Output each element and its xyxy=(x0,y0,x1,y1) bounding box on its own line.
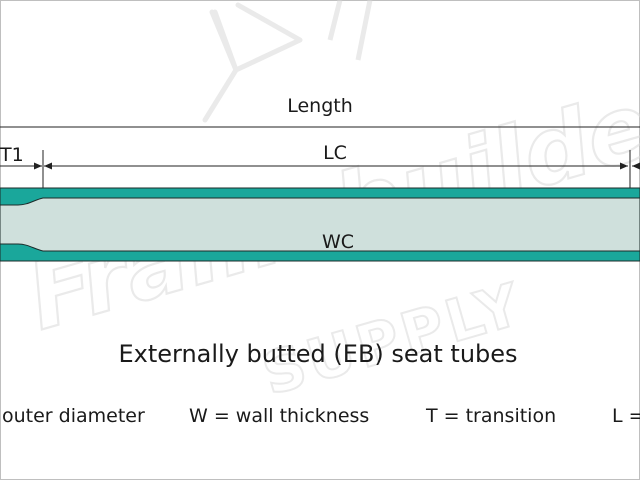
legend-item-outer-diameter: outer diameter xyxy=(2,405,145,427)
tube-bore xyxy=(0,197,640,252)
lc-label: LC xyxy=(323,142,347,164)
arrow-head-icon xyxy=(44,162,52,170)
length-label: Length xyxy=(287,95,353,117)
watermark-sub-text: SUPPLY xyxy=(255,269,531,408)
legend-item-wall-thickness: W = wall thickness xyxy=(189,405,369,427)
diagram-title: Externally butted (EB) seat tubes xyxy=(118,340,517,368)
t1-label: T1 xyxy=(0,144,24,166)
legend-item-length: L = xyxy=(612,405,640,427)
arrow-head-icon xyxy=(620,162,628,170)
arrow-head-icon xyxy=(34,162,42,170)
tube-wall-right xyxy=(630,197,640,252)
legend-item-transition: T = transition xyxy=(425,405,556,427)
tube-center-label: WC xyxy=(322,231,354,253)
arrow-head-icon xyxy=(632,162,640,170)
